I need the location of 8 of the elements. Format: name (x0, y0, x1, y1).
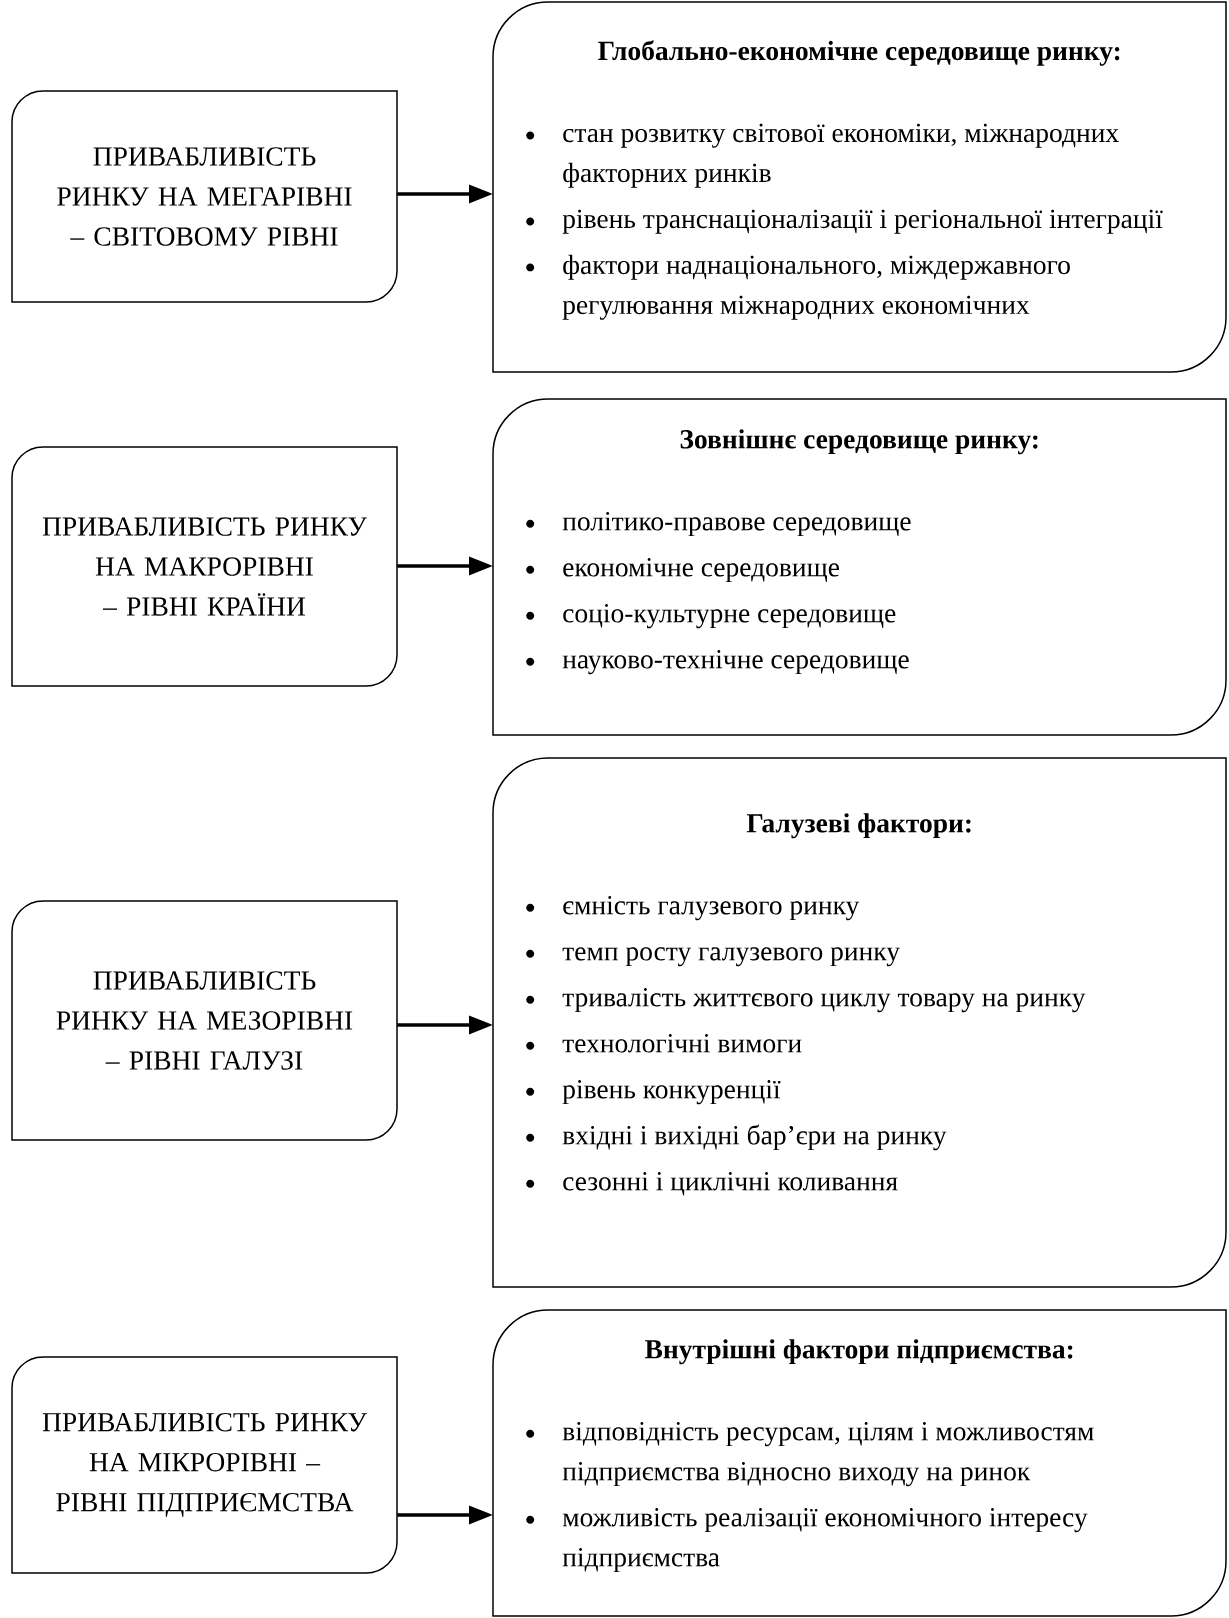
factor-box: Галузеві фактори: ємність галузевого ринку темп росту галузевого ринку тривалість життєвого циклу товару на ринку технологічні вимоги рівень конкуренції вхідні і вихідні бар’єри на ринку сезонні і циклічні коливання (492, 757, 1227, 1288)
factor-box: Глобально-економічне середовище ринку: стан розвитку світової економіки, міжнародних факторних ринків рівень транснаціоналізації і регіональної інтеграції фактори наднаціонального, міждержавного регулювання міжнародних економічних (492, 1, 1227, 373)
factor-box: Зовнішнє середовище ринку: політико-правове середовище економічне середовище соціо-культурне середовище науково-технічне середовище (492, 398, 1227, 736)
level-box: ПРИВАБЛИВІСТЬ РИНКУ НА МІКРОРІВНІ – РІВНІ ПІДПРИЄМСТВА (11, 1356, 398, 1574)
factor-box: Внутрішні фактори підприємства: відповідність ресурсам, цілям і можливостям підприємства відносно виходу на ринок можливість реалізації економічного інтересу підприємства (492, 1309, 1227, 1617)
level-box: ПРИВАБЛИВІСТЬ РИНКУ НА МЕГАРІВНІ – СВІТОВОМУ РІВНІ (11, 90, 398, 303)
level-box: ПРИВАБЛИВІСТЬ РИНКУ НА МАКРОРІВНІ – РІВНІ КРАЇНИ (11, 446, 398, 687)
level-box: ПРИВАБЛИВІСТЬ РИНКУ НА МЕЗОРІВНІ – РІВНІ ГАЛУЗІ (11, 900, 398, 1141)
